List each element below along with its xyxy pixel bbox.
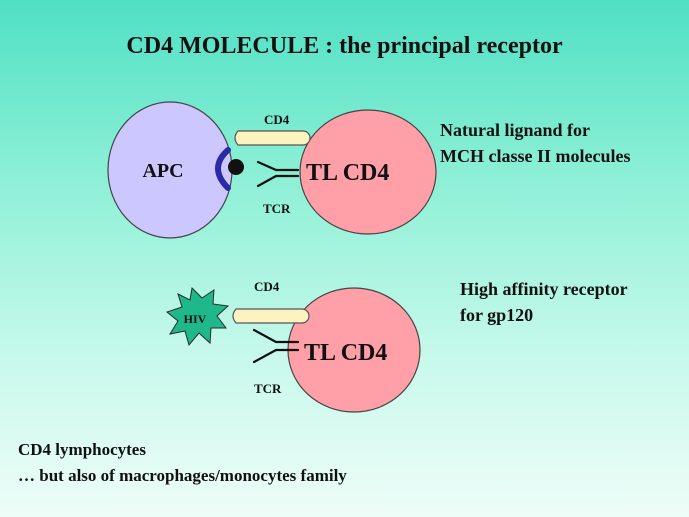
footer-line: CD4 lymphocytes [18, 440, 146, 459]
tl-cd4-cell-1 [299, 109, 437, 235]
description-line: Natural lignand for [440, 120, 591, 140]
description-high-affinity: High affinity receptor for gp120 [460, 276, 628, 328]
description-line: High affinity receptor [460, 279, 628, 299]
tcr-receptor-1 [256, 160, 300, 188]
tcr-receptor-2 [252, 328, 300, 364]
description-line: MCH classe II molecules [440, 146, 631, 166]
description-natural-ligand: Natural lignand for MCH classe II molecu… [440, 117, 630, 169]
diagram-apc-interaction: APC CD4 TCR TL CD4 [107, 101, 437, 239]
cd4-receptor-1 [234, 130, 311, 146]
footer-note: CD4 lymphocytes … but also of macrophage… [18, 437, 347, 489]
hiv-label: HIV [184, 312, 207, 326]
footer-line: … but also of macrophages/monocytes fami… [18, 466, 347, 485]
cd4-label-2: CD4 [254, 279, 280, 294]
mhc-class-ii-arc [215, 147, 231, 191]
cd4-receptor-2 [232, 308, 310, 324]
tcr-label-2: TCR [254, 381, 282, 396]
tl-cd4-label-1: TL CD4 [306, 160, 389, 186]
tl-cd4-label-2: TL CD4 [304, 340, 387, 366]
tcr-label-1: TCR [263, 201, 291, 216]
antigen-dot [228, 159, 244, 175]
cd4-label-1: CD4 [264, 112, 290, 127]
apc-label: APC [142, 160, 183, 182]
description-line: for gp120 [460, 305, 534, 325]
hiv-particle [165, 286, 230, 347]
diagram-hiv-interaction: HIV CD4 TCR TL CD4 [165, 279, 421, 413]
slide-title: CD4 MOLECULE : the principal receptor [126, 33, 563, 59]
